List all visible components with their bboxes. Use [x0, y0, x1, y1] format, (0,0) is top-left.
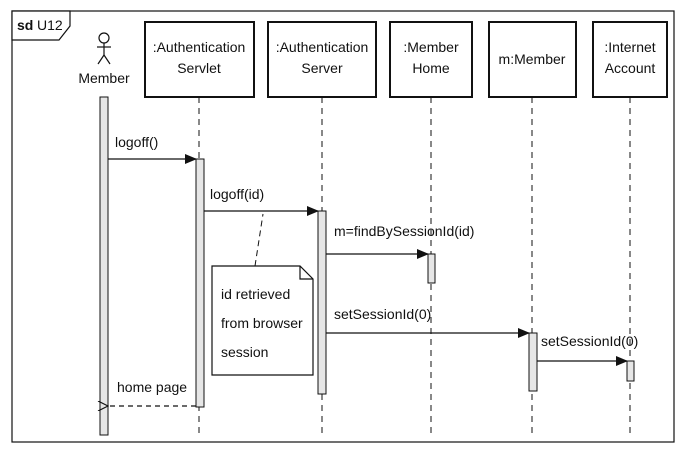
note-line-3: session — [221, 344, 268, 360]
actor-icon — [97, 32, 111, 65]
activation-home — [427, 253, 436, 284]
note-line-1: id retrieved — [221, 286, 290, 302]
lifeline-server-box: :Authentication Server — [267, 21, 377, 98]
activation-member — [99, 96, 109, 436]
activation-server — [317, 210, 327, 395]
lifeline-servlet-label-1: :Authentication — [153, 39, 246, 55]
lifeline-account-label-2: Account — [605, 60, 656, 76]
note-anchor — [254, 213, 264, 267]
lifeline-server-label-2: Server — [301, 60, 343, 76]
lifeline-servlet-label-2: Servlet — [177, 60, 221, 76]
frame-keyword: sd — [17, 17, 33, 33]
activation-mmember — [528, 332, 538, 392]
activation-account — [626, 360, 635, 382]
lifeline-member-label: Member — [78, 70, 130, 86]
frame-name: U12 — [37, 17, 63, 33]
note-box — [211, 265, 314, 376]
message-find-label: m=findBySessionId(id) — [334, 223, 474, 239]
note-fold — [299, 266, 313, 280]
activation-servlet — [195, 158, 205, 408]
message-set-session-2-label: setSessionId(0) — [541, 333, 638, 349]
frame-tag — [11, 10, 71, 41]
lifeline-account-label-1: :Internet — [604, 39, 655, 55]
message-set-session-label: setSessionId(0) — [334, 306, 431, 322]
lifeline-server-label-1: :Authentication — [276, 39, 369, 55]
lifeline-servlet-box: :Authentication Servlet — [144, 21, 255, 98]
lifeline-home-box: :Member Home — [389, 21, 473, 98]
lifeline-home-label-2: Home — [412, 60, 450, 76]
lifeline-account-box: :Internet Account — [592, 21, 668, 98]
return-home-page-label: home page — [117, 379, 187, 395]
lifeline-mmember-box: m:Member — [488, 21, 577, 98]
lifeline-home-label-1: :Member — [403, 39, 459, 55]
message-logoff-id-label: logoff(id) — [210, 186, 264, 202]
lifeline-mmember-label: m:Member — [499, 51, 566, 67]
message-logoff-label: logoff() — [115, 134, 158, 150]
note-line-2: from browser — [221, 315, 303, 331]
